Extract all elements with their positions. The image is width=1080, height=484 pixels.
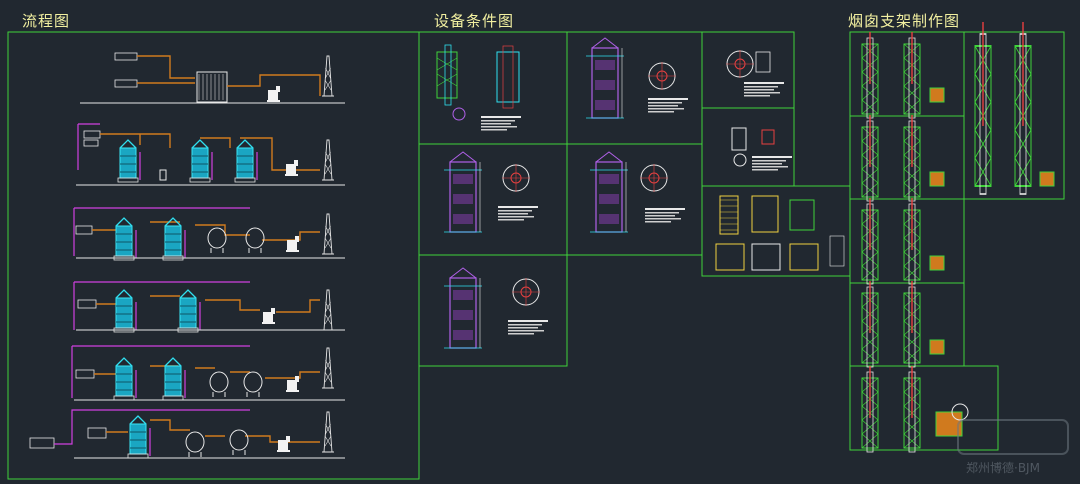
flow-section-title: 流程图 [22,12,71,30]
chimney-drawings [861,20,1055,453]
flow-row-5 [71,345,345,401]
watermark: 郑州博德·BJM [957,419,1069,475]
flow-row-4 [73,281,345,333]
equipment-frames [418,31,851,367]
flow-row-3 [73,207,345,261]
watermark-text: 郑州博德·BJM [966,460,1040,475]
equipment-section-title: 设备条件图 [434,12,515,30]
flow-frame [7,31,420,480]
chimney-section-title: 烟囱支架制作图 [848,12,961,30]
chimney-frames [849,31,1065,451]
flow-row-1 [80,52,345,104]
flow-row-6 [29,409,345,459]
equipment-drawings [436,37,845,349]
flow-row-2 [76,123,345,186]
